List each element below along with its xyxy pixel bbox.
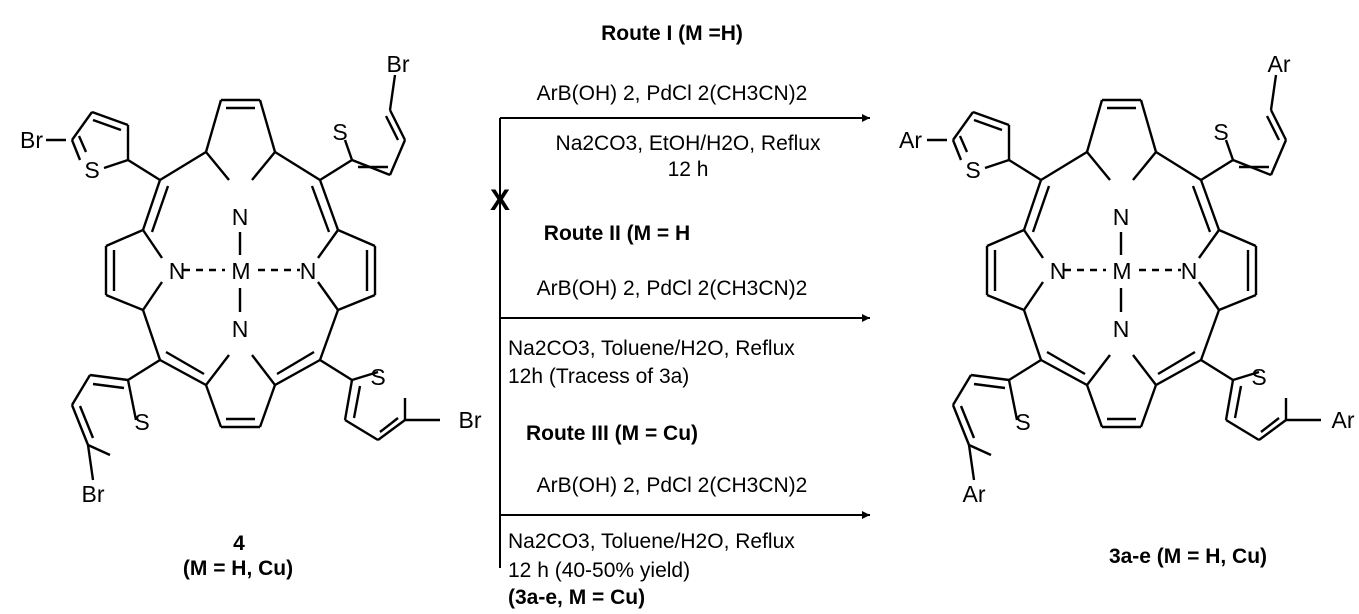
route-1-time: 12 h	[668, 158, 709, 181]
nitrogen-left: N	[1050, 258, 1067, 284]
sulfur-label: S	[1213, 119, 1228, 145]
route-3-conditions: Na2CO3, Toluene/H2O, Reflux	[508, 530, 795, 553]
sulfur-label: S	[370, 364, 385, 390]
nitrogen-top: N	[1113, 204, 1130, 230]
blocked-route-mark: X	[490, 184, 510, 217]
route-2-reagents: ArB(OH) 2, PdCl 2(CH3CN)2	[537, 277, 808, 300]
product-label: 3a-e (M = H, Cu)	[1109, 545, 1267, 568]
sulfur-label: S	[134, 409, 149, 435]
route-2-conditions: Na2CO3, Toluene/H2O, Reflux	[508, 337, 795, 360]
route-1-conditions: Na2CO3, EtOH/H2O, Reflux	[556, 132, 821, 155]
reactant-label: (M = H, Cu)	[183, 557, 293, 580]
route-1-title: Route I (M =H)	[601, 22, 743, 45]
aryl-label: Ar	[1332, 407, 1355, 433]
bromine-label: Br	[20, 127, 43, 153]
reactant-number: 4	[233, 532, 245, 555]
metal-center: M	[231, 258, 250, 284]
bromine-label: Br	[459, 407, 482, 433]
metal-center: M	[1112, 258, 1131, 284]
nitrogen-left: N	[169, 258, 186, 284]
reaction-arrows	[499, 114, 870, 568]
product-molecule	[927, 74, 1321, 481]
aryl-label: Ar	[963, 481, 986, 507]
sulfur-label: S	[332, 119, 347, 145]
aryl-label: Ar	[1268, 51, 1291, 77]
route-3-title: Route III (M = Cu)	[526, 422, 698, 445]
nitrogen-bottom: N	[1113, 316, 1130, 342]
route-1-reagents: ArB(OH) 2, PdCl 2(CH3CN)2	[537, 82, 808, 105]
route-3-yield: 12 h (40-50% yield)	[508, 559, 690, 582]
nitrogen-right: N	[300, 258, 317, 284]
route-3-product-note: (3a-e, M = Cu)	[508, 586, 645, 609]
sulfur-label: S	[1015, 409, 1030, 435]
bromine-label: Br	[387, 51, 410, 77]
route-3-reagents: ArB(OH) 2, PdCl 2(CH3CN)2	[537, 474, 808, 497]
route-2-result: 12h (Tracess of 3a)	[508, 365, 689, 388]
bromine-label: Br	[82, 481, 105, 507]
aryl-label: Ar	[899, 127, 922, 153]
sulfur-label: S	[1251, 364, 1266, 390]
nitrogen-right: N	[1181, 258, 1198, 284]
sulfur-label: S	[84, 157, 99, 183]
sulfur-label: S	[965, 157, 980, 183]
nitrogen-top: N	[232, 204, 249, 230]
route-2-title: Route II (M = H	[544, 222, 690, 245]
nitrogen-bottom: N	[232, 316, 249, 342]
reactant-molecule	[46, 74, 440, 481]
